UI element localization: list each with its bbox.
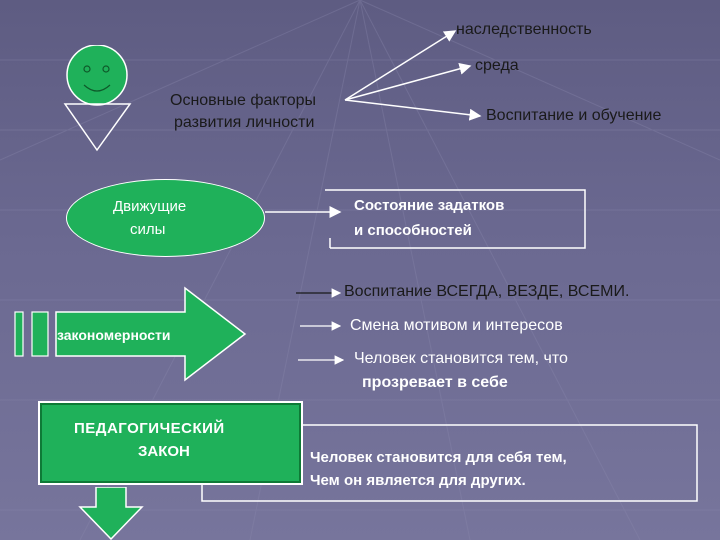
law-title-line2: ЗАКОН: [138, 443, 190, 460]
person-figure: [63, 45, 132, 152]
abilities-box: [325, 189, 586, 249]
smiley-mouth: [83, 84, 111, 92]
smiley-face: [66, 45, 128, 106]
driving-forces-line1: Движущие: [113, 198, 187, 215]
factors-title-line2: развития личности: [174, 114, 315, 131]
arrow-to-heredity: [344, 30, 457, 101]
regularities-arrow: [14, 286, 247, 382]
law-text-line1: Человек становится для себя тем,: [310, 449, 567, 466]
stripe-1: [14, 311, 24, 357]
down-arrow: [78, 487, 144, 540]
driving-forces-ellipse: [66, 179, 265, 257]
arrow-to-upbringing: [344, 99, 482, 121]
factors-title-line1: Основные факторы: [170, 92, 317, 109]
abilities-line1: Состояние задатков: [354, 197, 505, 214]
body-triangle: [63, 103, 132, 152]
regularity-item3-line2: прозревает в себе: [362, 374, 508, 391]
law-title-line1: ПЕДАГОГИЧЕСКИЙ: [74, 420, 225, 437]
smiley-right-eye: [102, 65, 110, 73]
upbringing-label: Воспитание и обучение: [486, 107, 662, 124]
regularity-item2: Смена мотивом и интересов: [350, 317, 563, 334]
environment-label: среда: [475, 57, 519, 74]
regularity-item3-line1: Человек становится тем, что: [354, 350, 568, 367]
smiley-left-eye: [83, 65, 91, 73]
arrow-to-environment: [344, 62, 472, 101]
driving-forces-line2: силы: [130, 221, 166, 238]
stripe-2: [31, 311, 49, 357]
regularity-item1: Воспитание ВСЕГДА, ВЕЗДЕ, ВСЕМИ.: [344, 283, 630, 300]
heredity-label: наследственность: [456, 21, 592, 38]
regularities-label: закономерности: [57, 327, 171, 343]
law-text-line2: Чем он является для других.: [310, 472, 526, 489]
law-box: [38, 401, 303, 485]
abilities-line2: и способностей: [354, 222, 472, 239]
arrow-shape: [55, 286, 247, 382]
